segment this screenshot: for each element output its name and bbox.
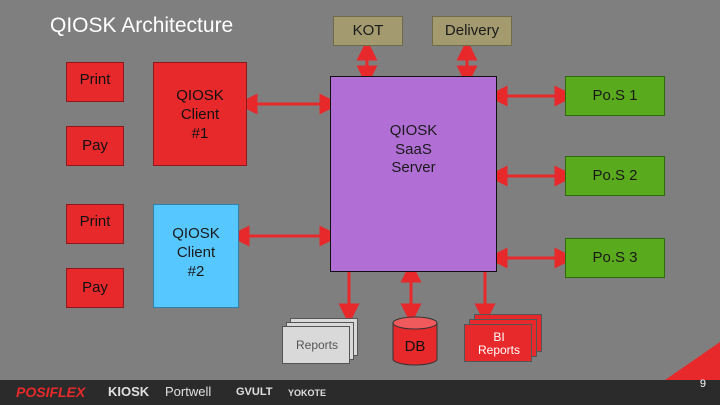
page-number: 9 [699,378,706,390]
client1-pay-label: Pay [82,136,108,154]
pos2-label: Po.S 2 [592,166,638,184]
client2-print-box: Print [66,204,124,244]
database-icon [392,316,438,366]
client2-print-label: Print [79,213,111,230]
reports-stack: Reports [282,318,360,366]
client2-box: QIOSK Client #2 [153,204,239,308]
db-label: DB [404,338,426,355]
footer-bar [0,380,720,405]
page-title: QIOSK Architecture [50,14,234,37]
corner-accent [665,342,720,380]
logo-gvult: GVULT [236,386,273,398]
pos3-label: Po.S 3 [592,248,638,266]
logo-posiflex: POSIFLEX [16,384,86,400]
saas-server-label: QIOSK SaaS Server [389,121,438,177]
client1-print-box: Print [66,62,124,102]
bi-reports-label: BI Reports [477,329,521,357]
pos1-label: Po.S 1 [592,86,638,104]
client1-box: QIOSK Client #1 [153,62,247,166]
client1-print-label: Print [79,71,111,88]
kot-label: KOT [352,21,384,39]
kot-box: KOT [333,16,403,46]
logo-kiosk: KIOSK [108,384,150,399]
pos2-box: Po.S 2 [565,156,665,196]
client2-label: QIOSK Client #2 [172,225,220,280]
pos1-box: Po.S 1 [565,76,665,116]
reports-label: Reports [295,338,339,353]
pos3-box: Po.S 3 [565,238,665,278]
logo-yokote: YOKOTE [288,388,327,398]
saas-server-box: QIOSK SaaS Server [330,76,497,272]
delivery-label: Delivery [444,21,500,39]
client2-pay-box: Pay [66,268,124,308]
client1-label: QIOSK Client #1 [176,87,224,142]
client2-pay-label: Pay [82,278,108,296]
delivery-box: Delivery [432,16,512,46]
logo-portwell: Portwell [165,384,212,399]
bi-reports-stack: BI Reports [464,314,544,366]
client1-pay-box: Pay [66,126,124,166]
